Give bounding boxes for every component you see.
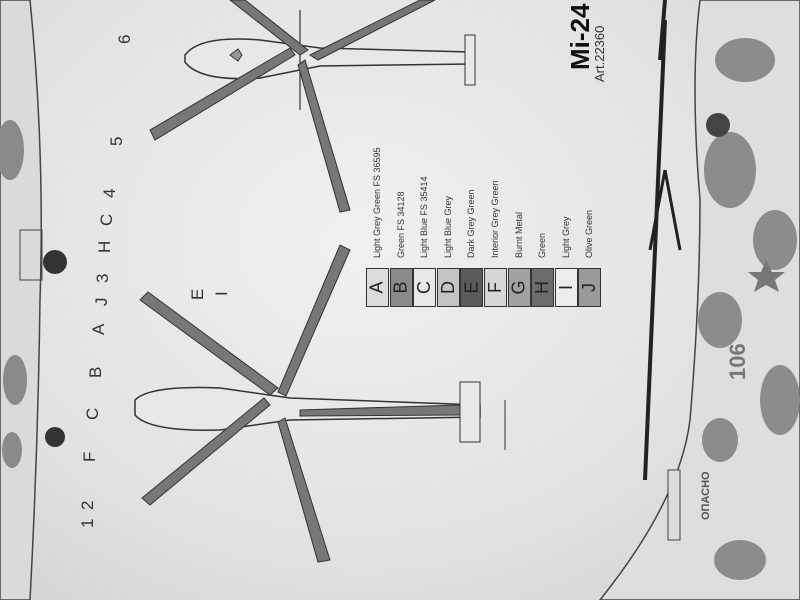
callout-label: E [188, 288, 207, 300]
callout-label: H [95, 240, 114, 253]
swatch-letter: E [461, 281, 482, 294]
callout-label: I [212, 291, 231, 296]
callout-label: C [83, 407, 102, 420]
swatch-name: Light Grey [560, 216, 571, 258]
callout-label: 1 [78, 518, 97, 528]
swatch-letter: A [366, 281, 387, 294]
right-side-view-helicopter [599, 0, 800, 600]
callout-label: 5 [107, 136, 126, 146]
callout-label: 6 [115, 34, 134, 44]
swatch-letter: D [437, 281, 458, 294]
color-swatch: C [413, 268, 437, 307]
color-swatch: D [436, 268, 460, 307]
color-swatch: I [554, 268, 578, 307]
callout-label: 3 [93, 273, 112, 283]
top-view-helicopter-lower [134, 244, 506, 563]
color-swatch: G [507, 268, 531, 307]
swatch-name: Green FS 34128 [395, 191, 406, 258]
swatch-letter: H [532, 281, 553, 294]
swatch-name: Light Blue Grey [442, 195, 453, 258]
swatch-name: Interior Grey Green [490, 180, 500, 258]
swatch-name: Green [537, 232, 548, 258]
swatch-letter: G [508, 280, 529, 295]
swatch-name: Light Grey Green FS 36595 [372, 147, 382, 258]
aircraft-number-marking: 106 [725, 343, 750, 380]
left-side-view-helicopter [0, 0, 67, 600]
swatch-letter: F [485, 282, 505, 293]
callout-label: A [89, 323, 108, 335]
swatch-letter: I [555, 284, 576, 291]
top-view-helicopter-upper [149, 0, 476, 213]
swatch-letter: C [414, 281, 435, 294]
swatch-name: Light Blue FS 35414 [419, 176, 430, 258]
callout-label: C [97, 213, 116, 226]
warning-marking: ОПАСНО [700, 471, 712, 520]
swatch-name: Olive Green [584, 209, 595, 258]
color-swatch: J [578, 268, 602, 307]
callout-label: J [92, 297, 111, 307]
color-swatch: A [366, 268, 389, 307]
color-swatch: H [531, 268, 555, 307]
article-number: Art.22360 [592, 25, 607, 82]
swatch-letter: J [579, 283, 600, 292]
swatch-name: Dark Grey Green [466, 189, 477, 258]
callout-label: 2 [78, 500, 97, 510]
callout-label: 4 [100, 188, 119, 198]
callout-label: F [80, 451, 99, 462]
color-swatch: F [484, 268, 507, 307]
swatch-letter: B [390, 281, 411, 294]
color-swatch: E [460, 268, 484, 307]
swatch-name: Burnt Metal [513, 211, 524, 258]
callout-label: B [86, 366, 105, 378]
color-swatch: B [389, 268, 413, 307]
